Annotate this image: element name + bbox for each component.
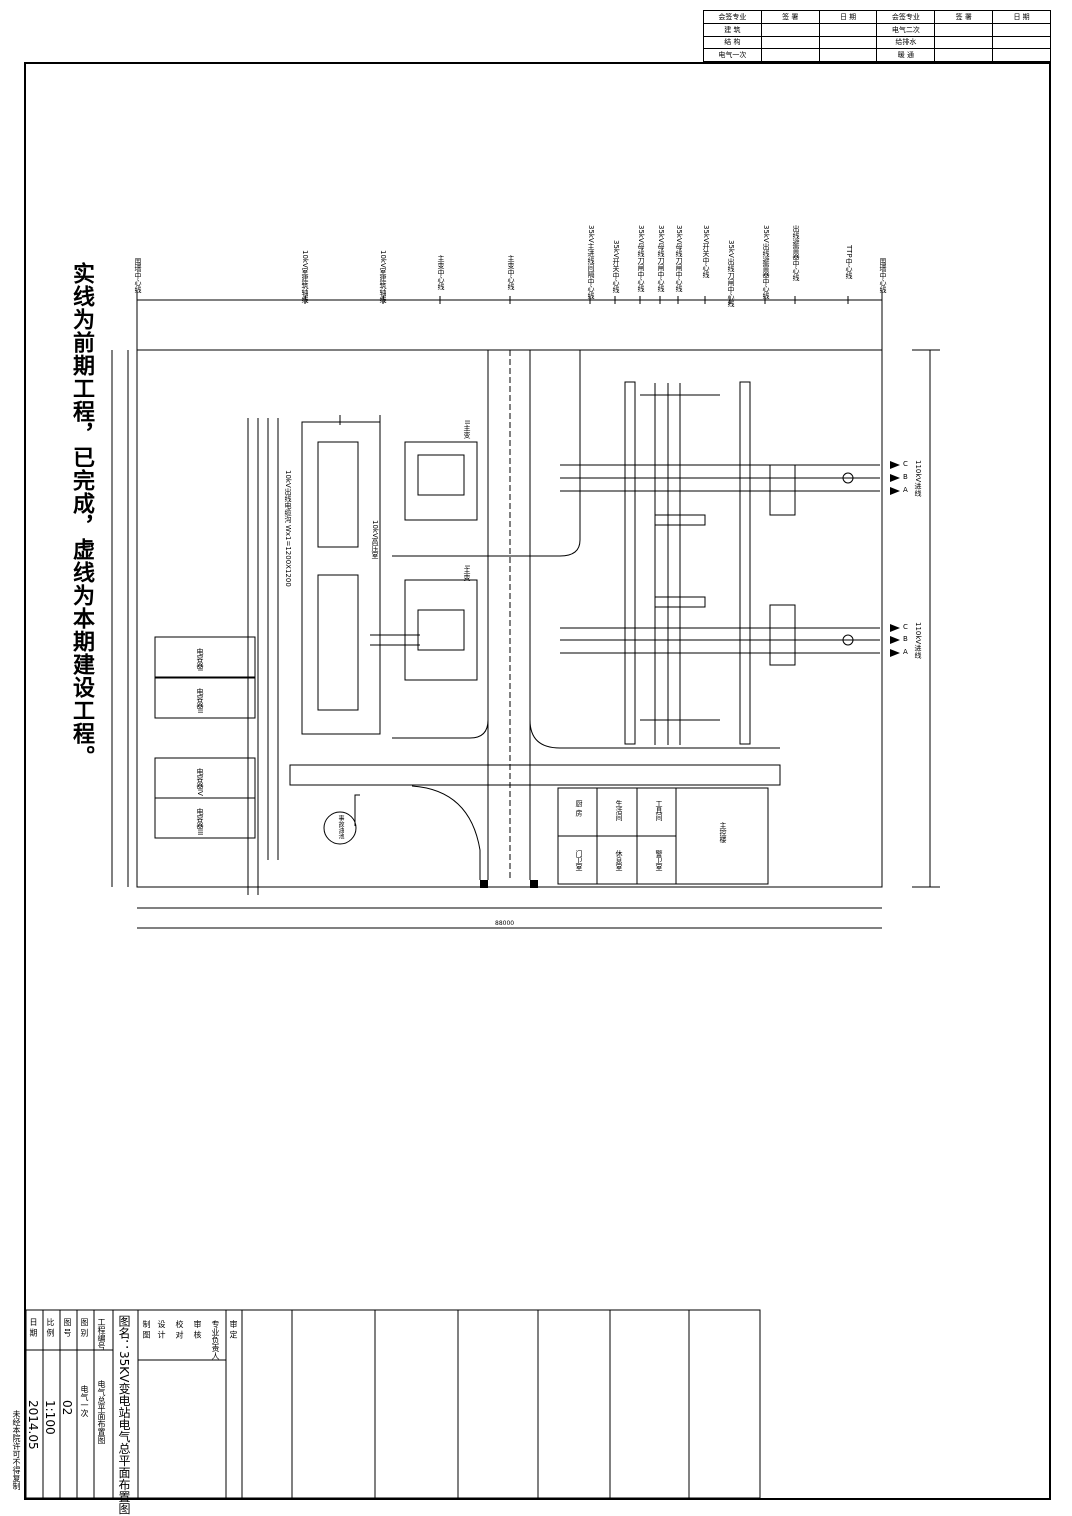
axis-label: 35kV母线刀闸中心线 [675,225,683,292]
building-label: 工具间 [655,800,663,821]
tb-field-value: 2014.05 [26,1400,40,1450]
tb-field-value: 电气总平面布置图 [97,1380,106,1444]
tb-footer: 未经本院许可不得复制 [12,1410,21,1490]
axis-label: TTP中心线 [845,245,853,279]
oil-pit-label: 事故油池 [337,815,344,839]
axis-label: 主变中心线 [507,255,515,290]
tb-row-label: 制 图 [142,1320,151,1339]
transformer-2-label: II主变 [463,420,471,439]
axis-label: 围墙中心线 [134,258,142,293]
axis-label: 35kV母线刀闸中心线 [637,225,645,292]
tb-field-value: 02 [60,1400,74,1416]
tb-field-label: 日 期 [29,1318,38,1337]
tb-field-value: 1:100 [43,1400,57,1435]
building-label: 休息室 [615,850,623,871]
cable-trench-label: 10kV出线电缆沟 Wx1=1200X1200 [284,470,292,587]
incoming-line-label: 110kV进线 [914,460,922,497]
tb-field-value: 电气一次 [80,1385,89,1417]
10kv-room-label: 10kV高压室 [371,520,379,559]
tb-row-label: 审 定 [229,1320,238,1339]
axis-label: 10kV室建筑轴线 [301,250,309,303]
building-label: 厨 房 [575,800,583,817]
total-dimension: 88000 [495,920,515,927]
axis-label: 主变中心线 [437,255,445,290]
phase-label: B [903,635,908,643]
countersign-table: 会签专业 签 署 日 期 会签专业 签 署 日 期 建 筑 电气二次 结 构 给… [703,10,1051,62]
10kv-room [301,421,381,735]
drawing-name-value: 35KV变电站电气总平面布置图 [117,1351,131,1515]
capacitor-label: 电容器II [196,688,204,714]
building-label: 主控楼 [719,822,727,843]
building-label: 门卫室 [575,850,583,871]
drawing-frame [24,62,1051,1500]
capacitor-label: 电容器IV [196,768,204,796]
axis-label: 围墙中心线 [879,258,887,293]
phase-label: B [903,473,908,481]
tb-row-label: 专业负责人 [211,1320,220,1360]
transformer-1-label: I主变 [463,565,471,582]
axis-label: 35kV主进线间隔中心线 [587,225,595,299]
phase-label: A [903,648,908,656]
capacitor-label: 电容器III [196,808,204,836]
tb-field-label: 工程编号 [97,1318,106,1350]
capacitor-label: 电容器I [196,648,204,672]
transformer-2-outline [404,441,478,521]
phase-label: C [903,623,908,631]
tb-row-label: 设 计 [157,1320,166,1339]
axis-label: 35kV开关中心线 [612,240,620,293]
drawing-note: 实线为前期工程，已完成，虚线为本期建设工程。 [69,262,95,768]
axis-label: 35kV出线避雷器中心线 [762,225,770,299]
axis-label: 35kV出线刀闸中心线 [727,240,735,307]
axis-label: 35kV母线刀闸中心线 [657,225,665,292]
cs-row-label: 暖 通 [876,48,936,62]
drawing-name: 图名：35KV变电站电气总平面布置图 [116,1315,133,1514]
phase-label: A [903,486,908,494]
axis-label: 10kV室建筑轴线 [379,250,387,303]
tb-row-label: 校 对 [175,1320,184,1339]
incoming-line-label: 110kV进线 [914,622,922,659]
transformer-1-outline [404,579,478,681]
tb-field-label: 图 别 [80,1318,89,1337]
building-label: 警卫室 [655,850,663,871]
tb-row-label: 审 核 [193,1320,202,1339]
tb-field-label: 图 号 [63,1318,72,1337]
drawing-name-prefix: 图名： [117,1315,131,1351]
tb-field-label: 比 例 [46,1318,55,1337]
axis-label: 出线避雷器中心线 [792,225,800,281]
phase-label: C [903,460,908,468]
axis-label: 35kV开关中心线 [702,225,710,278]
building-label: 生活间 [615,800,623,821]
cs-row-label: 电气一次 [703,48,762,62]
